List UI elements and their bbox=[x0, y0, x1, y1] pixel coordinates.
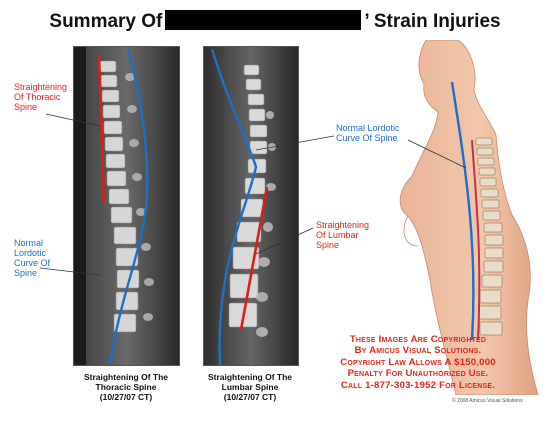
thoracic-ct-scan bbox=[73, 46, 180, 366]
label-line: Curve Of Spine bbox=[336, 133, 398, 143]
body-profile-illustration bbox=[399, 39, 539, 396]
copyright-line: Call 1-877-303-1952 For License. bbox=[340, 379, 496, 391]
lumbar-caption: Straightening Of The Lumbar Spine (10/27… bbox=[194, 372, 306, 402]
caption-line: Straightening Of The bbox=[83, 372, 169, 382]
page-title: Summary Of ’ Strain Injuries bbox=[0, 10, 550, 33]
caption-line: Thoracic Spine bbox=[95, 382, 157, 392]
lumbar-straightening-label: Straightening Of Lumbar Spine bbox=[316, 220, 376, 250]
caption-line: (10/27/07 CT) bbox=[223, 392, 277, 402]
credit-text: © 2008 Amicus Visual Solutions bbox=[452, 398, 523, 404]
thoracic-caption: Straightening Of The Thoracic Spine (10/… bbox=[68, 372, 184, 402]
label-line: Lordotic bbox=[14, 248, 47, 258]
copyright-notice: These Images Are Copyrighted By Amicus V… bbox=[287, 334, 549, 391]
caption-line: (10/27/07 CT) bbox=[99, 392, 153, 402]
label-line: Spine bbox=[316, 240, 340, 250]
title-prefix: Summary Of bbox=[49, 11, 163, 32]
caption-line: Lumbar Spine bbox=[221, 382, 279, 392]
label-line: Straightening bbox=[316, 220, 370, 230]
label-line: Straightening Of Thoracic bbox=[14, 82, 68, 102]
lumbar-ct-scan bbox=[203, 46, 299, 366]
normal-curve-label: Normal Lordotic Curve Of Spine bbox=[336, 123, 412, 143]
normal-lordotic-label: Normal Lordotic Curve Of Spine bbox=[14, 238, 64, 278]
label-line: Of Lumbar bbox=[316, 230, 359, 240]
copyright-line: By Amicus Visual Solutions. bbox=[354, 345, 482, 357]
lumbar-ct-illustration bbox=[204, 47, 298, 366]
redaction-bar bbox=[165, 10, 362, 30]
thoracic-straightening-label: Straightening Of Thoracic Spine bbox=[14, 82, 72, 112]
label-line: Normal Lordotic bbox=[336, 123, 400, 133]
body-spine-illustration bbox=[378, 39, 550, 396]
label-line: Spine bbox=[14, 102, 38, 112]
copyright-line: Penalty For Unauthorized Use. bbox=[347, 368, 489, 380]
title-suffix: ’ Strain Injuries bbox=[364, 11, 501, 32]
caption-line: Straightening Of The bbox=[207, 372, 293, 382]
label-line: Curve Of bbox=[14, 258, 51, 268]
copyright-line: These Images Are Copyrighted bbox=[349, 334, 487, 345]
copyright-line: Copyright Law Allows A $150,000 bbox=[340, 356, 496, 368]
label-line: Spine bbox=[14, 268, 38, 278]
thoracic-ct-illustration bbox=[74, 47, 179, 366]
label-line: Normal bbox=[14, 238, 44, 248]
